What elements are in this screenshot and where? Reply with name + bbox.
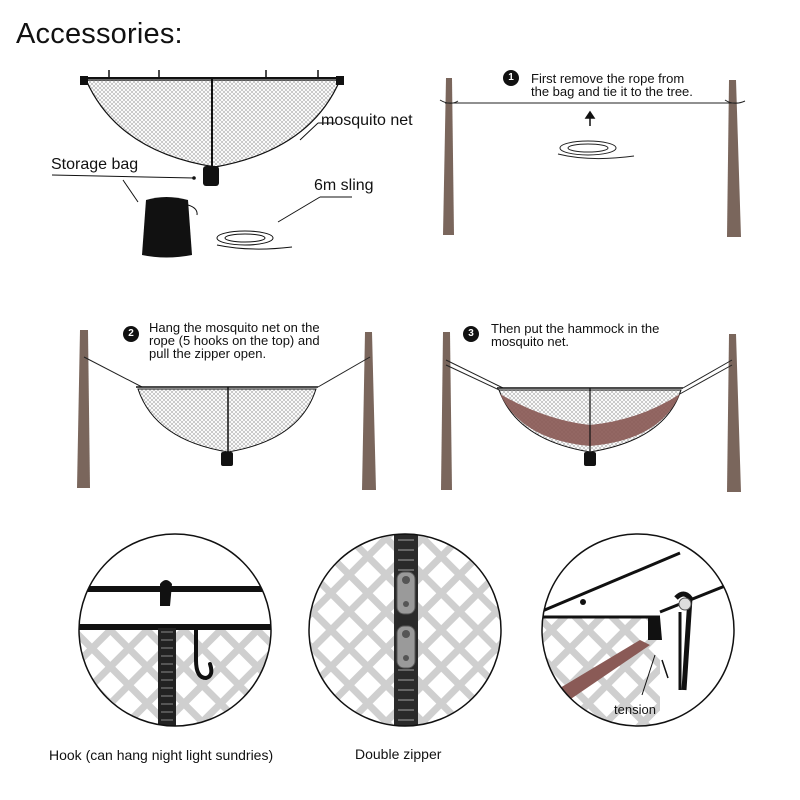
step-1-text: First remove the rope from the bag and t… <box>531 72 693 98</box>
mosquito-net-illustration <box>80 70 344 186</box>
step-2-line1: Hang the mosquito net on the <box>149 320 320 335</box>
step-1-line1: First remove the rope from <box>531 71 685 86</box>
sling-illustration <box>216 196 352 250</box>
storage-bag-label: Storage bag <box>51 156 139 173</box>
mosquito-net-label: mosquito net <box>321 112 413 129</box>
step-2-line3: pull the zipper open. <box>149 346 267 361</box>
step-2-badge: 2 <box>123 326 139 342</box>
zipper-caption: Double zipper <box>355 746 442 762</box>
tension-label: tension <box>614 702 656 717</box>
step-1-line2: the bag and tie it to the tree. <box>531 84 693 99</box>
storage-bag-illustration <box>51 174 198 258</box>
sling-label: 6m sling <box>314 177 374 194</box>
step-3-line2: mosquito net. <box>491 334 570 349</box>
step3-illustration <box>441 332 741 492</box>
step-3-badge: 3 <box>463 326 479 342</box>
step-3-line1: Then put the hammock in the <box>491 321 660 336</box>
step1-illustration <box>439 78 746 237</box>
hook-detail-circle <box>78 533 272 727</box>
step-2-line2: rope (5 hooks on the top) and <box>149 333 320 348</box>
zipper-detail-circle <box>308 533 502 727</box>
hook-caption: Hook (can hang night light sundries) <box>49 747 274 763</box>
step2-illustration <box>77 330 376 490</box>
page-title: Accessories: <box>16 18 183 50</box>
step-3-text: Then put the hammock in the mosquito net… <box>491 322 659 348</box>
step-2-text: Hang the mosquito net on the rope (5 hoo… <box>149 321 320 360</box>
step-1-badge: 1 <box>503 70 519 86</box>
